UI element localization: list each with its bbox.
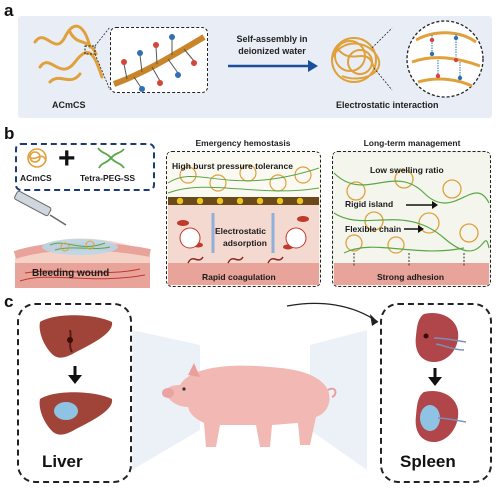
hemostasis-illustration	[167, 153, 320, 285]
acmcs-ball-icon	[27, 148, 47, 168]
electrostatic-zoom-circle	[406, 20, 484, 98]
liver-after-icon	[39, 392, 113, 435]
liver-box	[17, 303, 132, 483]
electrostatic-adsorption-line2: adsorption	[223, 238, 267, 248]
spleen-box	[380, 303, 492, 483]
self-assembly-text-line2: deionized water	[238, 46, 306, 56]
rapid-coagulation-text: Rapid coagulation	[202, 272, 276, 282]
plus-sign: +	[58, 142, 76, 175]
emergency-hemostasis-title: Emergency hemostasis	[195, 138, 291, 148]
low-swelling-text: Low swelling ratio	[370, 165, 444, 175]
syringe-and-wound-illustration	[13, 190, 151, 288]
rigid-island-text: Rigid island	[345, 199, 394, 209]
tetra-peg-ss-icon	[97, 147, 125, 169]
liver-before-icon	[39, 315, 113, 358]
flexible-chain-text: Flexible chain	[345, 224, 402, 234]
acmcs-component-label: ACmCS	[20, 173, 52, 183]
chain-zoom-illustration	[112, 34, 206, 92]
arrow-down-icon-liver	[68, 366, 82, 384]
electrostatic-interaction-label: Electrostatic interaction	[336, 100, 439, 110]
bleeding-wound-label: Bleeding wound	[32, 268, 110, 279]
pig-illustration	[162, 363, 337, 447]
liver-label: Liver	[42, 452, 83, 471]
panel-a-letter: a	[4, 1, 14, 20]
spleen-before-icon	[415, 312, 467, 362]
arrow-down-icon-spleen	[428, 368, 442, 386]
self-assembly-text-line1: Self-assembly in	[236, 34, 308, 44]
spleen-label: Spleen	[400, 452, 456, 471]
burst-pressure-text: High burst pressure tolerance	[172, 161, 293, 171]
acmcs-strands-illustration	[33, 24, 111, 91]
long-term-illustration	[333, 153, 490, 285]
components-box	[15, 143, 155, 191]
long-term-management-title: Long-term management	[363, 138, 461, 148]
tetra-peg-ss-label: Tetra-PEG-SS	[80, 173, 136, 183]
strong-adhesion-text: Strong adhesion	[377, 272, 445, 282]
self-assembled-network-illustration	[331, 27, 393, 91]
spleen-after-icon	[415, 390, 467, 442]
panel-c-letter: c	[4, 292, 14, 311]
electrostatic-adsorption-line1: Electrostatic	[215, 226, 267, 236]
self-assembly-arrow-icon	[228, 60, 318, 72]
acmcs-label: ACmCS	[52, 100, 86, 110]
panel-b-letter: b	[4, 124, 15, 143]
